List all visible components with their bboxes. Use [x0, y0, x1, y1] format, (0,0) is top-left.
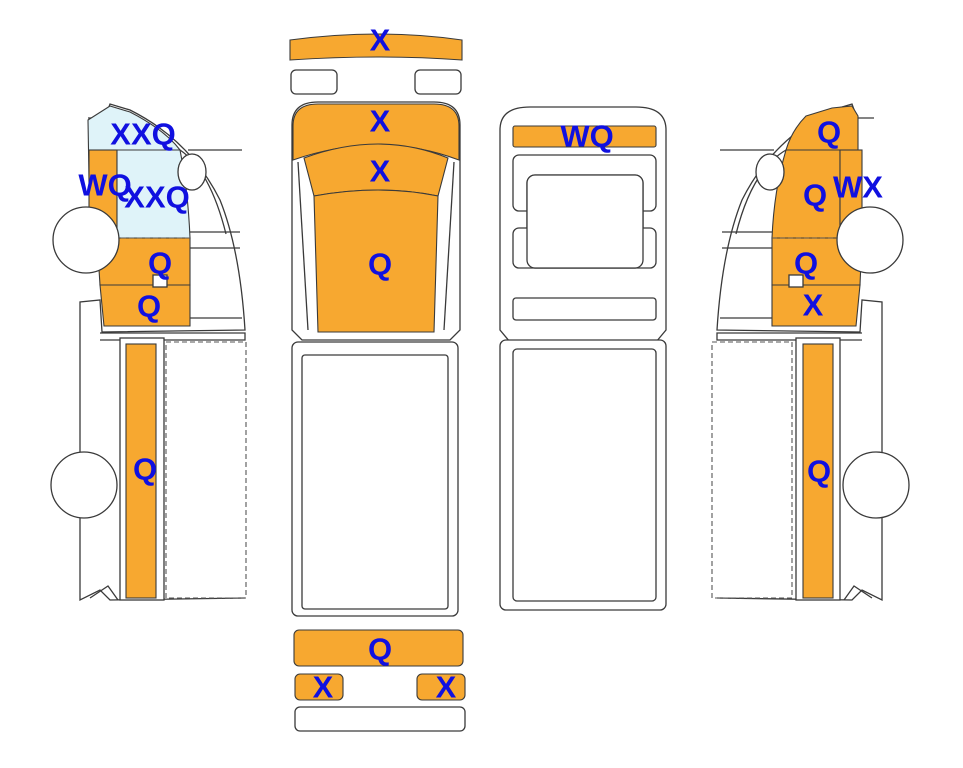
- left-mirror: [177, 153, 207, 191]
- left-side-view: XXQ WQ XXQ Q Q Q: [50, 103, 247, 602]
- label-right-bed-rail: Q: [807, 454, 831, 489]
- right-door-lower[interactable]: [771, 284, 861, 327]
- label-left-door-lower: Q: [137, 289, 161, 324]
- bottom-window-front: [526, 174, 644, 269]
- top-view: X X X Q Q X X: [289, 23, 466, 732]
- label-top-bumper: X: [370, 23, 391, 58]
- left-door-handle: [152, 274, 168, 288]
- left-rear-wheel: [50, 451, 118, 519]
- top-right-light: [414, 69, 462, 95]
- right-tail: [843, 585, 873, 601]
- rear-right-corner[interactable]: [416, 673, 466, 701]
- top-left-door-line: [297, 161, 309, 331]
- right-door-handle: [788, 274, 804, 288]
- right-mirror: [755, 153, 785, 191]
- right-sill: [716, 332, 862, 341]
- right-roof[interactable]: [785, 105, 859, 151]
- top-bed-inner: [301, 354, 449, 610]
- bottom-panel-c: [512, 297, 657, 321]
- left-body-outline: [79, 103, 246, 602]
- label-top-hood: X: [370, 104, 391, 139]
- right-side-view: Q Q WX Q X Q: [711, 103, 910, 602]
- top-roof[interactable]: [313, 189, 439, 333]
- bottom-top-panel[interactable]: [512, 125, 657, 148]
- label-right-door-upper: Q: [794, 246, 818, 281]
- label-left-window: XXQ: [110, 117, 175, 152]
- right-roof-line: [735, 149, 787, 235]
- top-right-door-line: [443, 161, 455, 331]
- label-top-roof: Q: [368, 247, 392, 282]
- bottom-bed-inner: [512, 348, 657, 602]
- top-front-bumper[interactable]: [289, 33, 463, 61]
- rear-step: [294, 706, 466, 732]
- right-front-wheel: [836, 206, 904, 274]
- label-left-bed-rail: Q: [133, 452, 157, 487]
- left-front-wheel: [52, 206, 120, 274]
- label-right-door-lower: X: [803, 288, 824, 323]
- left-cab-lines: [188, 149, 242, 319]
- left-roof-line: [179, 149, 227, 235]
- right-rear-wheel: [842, 451, 910, 519]
- left-bed-rail[interactable]: [125, 343, 157, 599]
- label-rear-left-corner: X: [313, 670, 334, 705]
- label-right-pillar-b: WX: [833, 170, 883, 205]
- label-rear-right-corner: X: [436, 670, 457, 705]
- label-right-pillar-a: Q: [803, 178, 827, 213]
- right-bed-rail[interactable]: [802, 343, 834, 599]
- left-tail: [89, 585, 119, 601]
- label-rear-bumper: Q: [368, 632, 392, 667]
- top-left-light: [290, 69, 338, 95]
- left-bed-dashed: [165, 341, 247, 599]
- right-bed-dashed: [711, 341, 793, 599]
- bottom-view: WQ: [499, 106, 667, 611]
- right-cab-lines: [720, 149, 774, 319]
- label-bottom-top-panel: WQ: [560, 119, 613, 154]
- rear-bumper[interactable]: [293, 629, 464, 667]
- label-top-windshield: X: [370, 154, 391, 189]
- left-sill: [100, 332, 246, 341]
- label-left-pillar: WQ: [78, 168, 131, 203]
- label-left-door-upper: Q: [148, 246, 172, 281]
- label-left-door-glass: XXQ: [124, 180, 189, 215]
- label-right-roof: Q: [817, 115, 841, 150]
- rear-left-corner[interactable]: [294, 673, 344, 701]
